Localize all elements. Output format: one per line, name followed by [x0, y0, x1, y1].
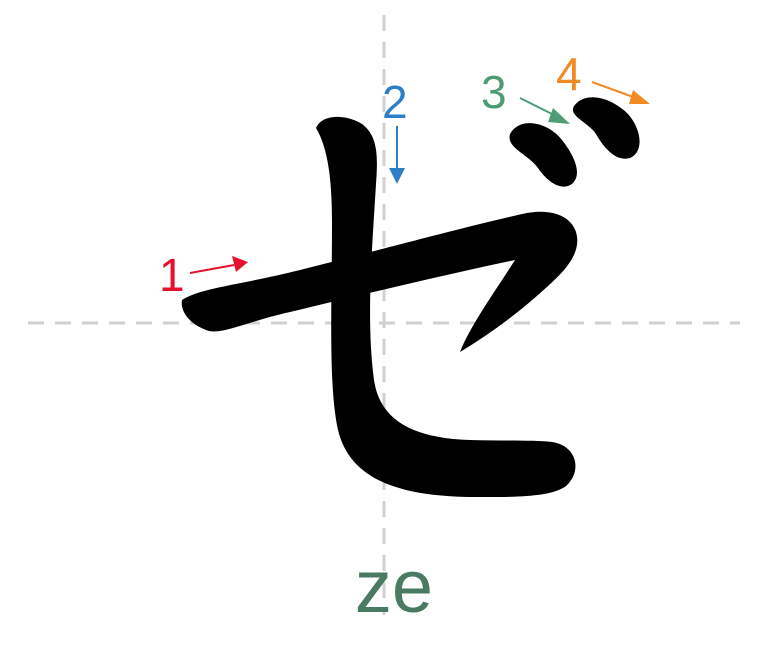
guide-lines — [28, 15, 740, 615]
stroke-annotation-3: 3 — [481, 66, 570, 124]
stroke-arrowhead-3 — [548, 108, 570, 124]
stroke-arrow-1 — [189, 264, 235, 274]
stroke-annotation-4: 4 — [556, 48, 650, 104]
stroke-number-4: 4 — [556, 48, 582, 100]
stroke-annotation-1: 1 — [159, 249, 248, 301]
glyph-ze — [181, 97, 640, 498]
stroke-arrowhead-2 — [389, 168, 405, 184]
stroke-arrow-4 — [591, 81, 637, 99]
stroke-number-1: 1 — [159, 249, 185, 301]
glyph-stroke-1 — [181, 211, 578, 352]
stroke-arrow-3 — [519, 97, 557, 117]
stroke-number-3: 3 — [481, 66, 507, 118]
romanization-label: ze — [355, 545, 433, 628]
glyph-stroke-3 — [509, 123, 577, 187]
stroke-annotation-2: 2 — [382, 76, 408, 184]
glyph-stroke-4 — [572, 97, 640, 159]
stroke-arrowhead-1 — [232, 256, 248, 272]
stroke-arrowhead-4 — [629, 90, 650, 104]
stroke-number-2: 2 — [382, 76, 408, 128]
glyph-stroke-2 — [316, 116, 576, 498]
